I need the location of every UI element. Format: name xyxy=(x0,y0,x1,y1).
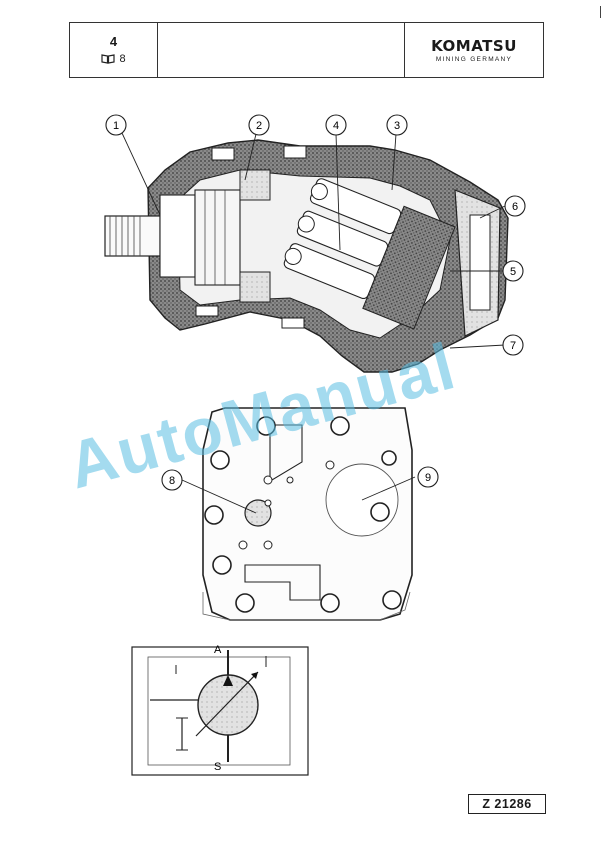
brand-logo: KOMATSU xyxy=(431,36,517,55)
hydraulic-symbol xyxy=(131,646,309,776)
callout-5: 5 xyxy=(510,266,516,278)
leader-lines xyxy=(121,132,506,514)
piston-assembly xyxy=(283,178,456,330)
port-label-a: A xyxy=(214,644,222,656)
section-number: 4 xyxy=(109,34,118,49)
callout-9: 9 xyxy=(425,472,431,484)
callout-2: 2 xyxy=(256,120,262,132)
brand-subline: MINING GERMANY xyxy=(435,55,513,63)
title-cell xyxy=(158,23,405,77)
callout-1: 1 xyxy=(113,120,119,132)
page-ref: 8 xyxy=(101,53,126,65)
page-header: 4 8 KOMATSU MINING GERMANY xyxy=(69,22,544,78)
callout-7: 7 xyxy=(510,340,516,352)
section-cell: 4 8 xyxy=(70,23,158,77)
brand-cell: KOMATSU MINING GERMANY xyxy=(405,23,543,77)
callout-3: 3 xyxy=(394,120,400,132)
callout-4: 4 xyxy=(333,120,339,132)
margin-mark xyxy=(600,6,601,18)
book-page-number: 8 xyxy=(119,53,126,65)
figure-id: Z 21286 xyxy=(468,794,546,814)
port-label-s: S xyxy=(214,761,221,773)
callout-8: 8 xyxy=(169,475,175,487)
motor-section-view xyxy=(104,139,509,373)
callout-6: 6 xyxy=(512,201,518,213)
callout-circles xyxy=(105,114,526,491)
book-icon xyxy=(101,54,116,64)
motor-port-view xyxy=(202,407,413,621)
